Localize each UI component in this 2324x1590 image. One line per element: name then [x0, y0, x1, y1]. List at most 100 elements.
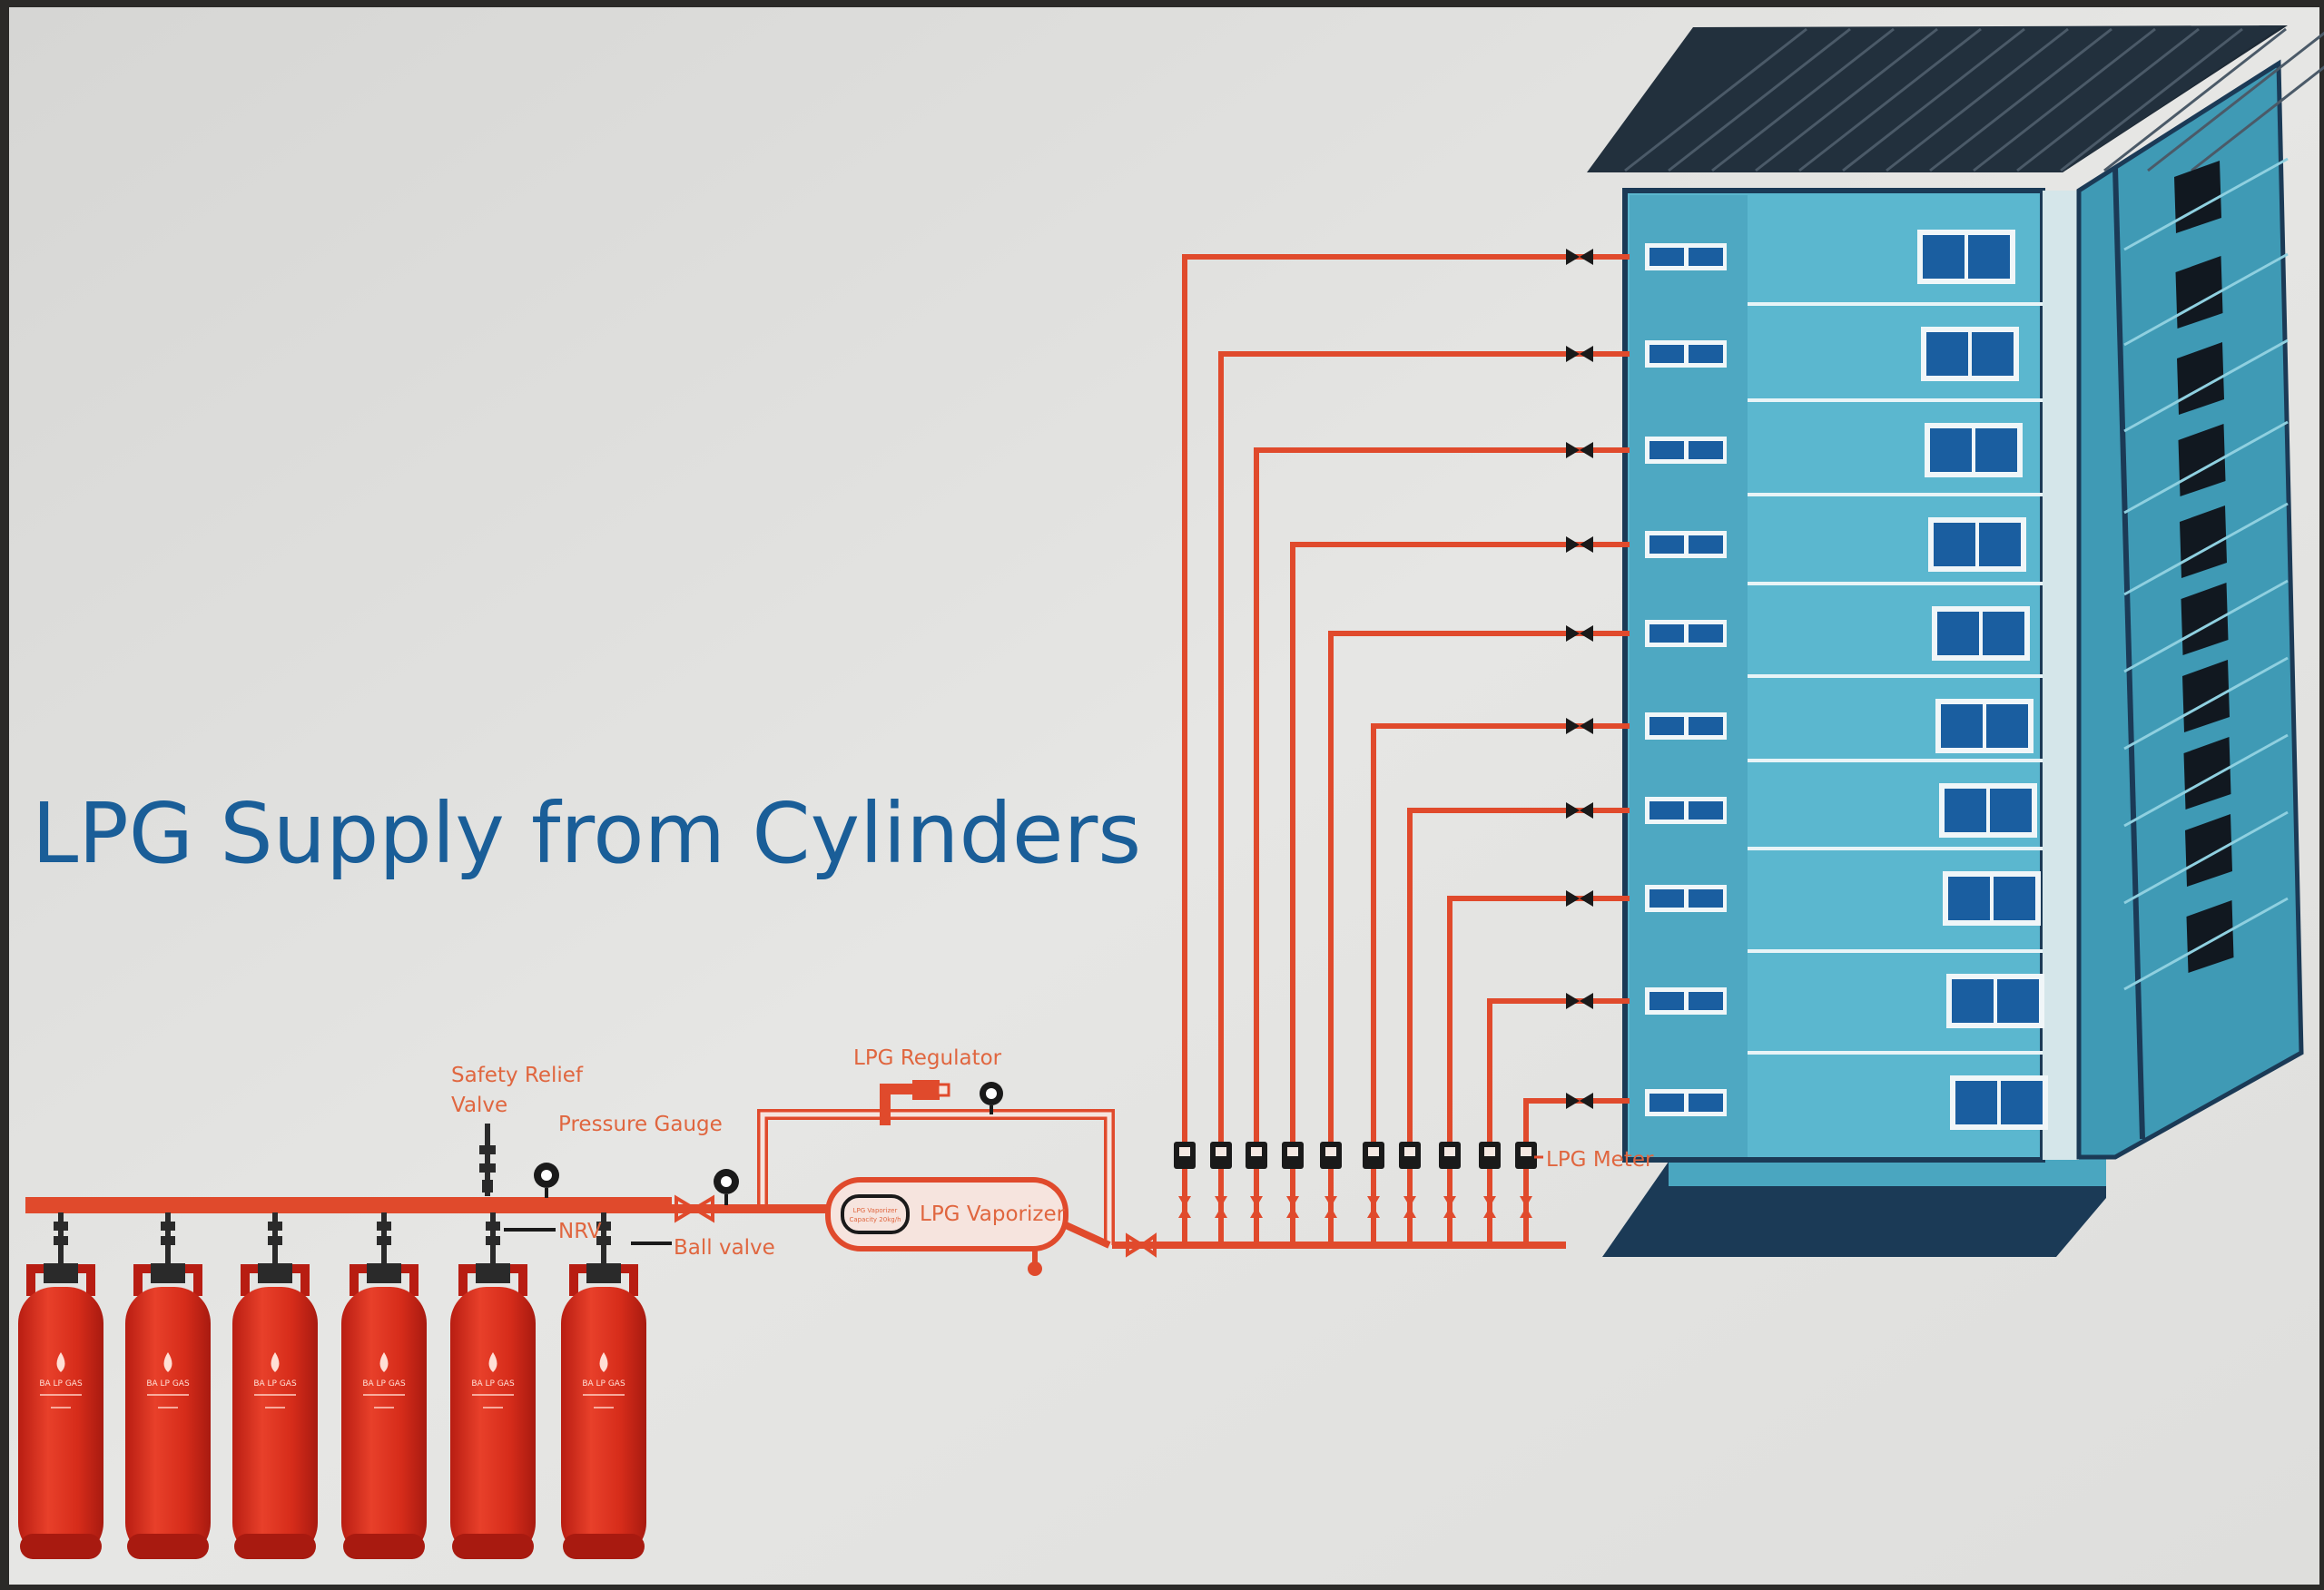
side-floor-line — [2123, 252, 2289, 347]
valve-half — [1566, 625, 1580, 642]
cylinder-connector — [596, 1222, 611, 1231]
riser-pipe — [1290, 542, 1584, 1245]
lpg-cylinder: BA LP GAS — [232, 1212, 318, 1559]
side-windows — [2123, 157, 2289, 991]
small-window — [1645, 620, 1727, 647]
small-window — [1645, 437, 1727, 464]
cylinder-connector — [377, 1236, 391, 1245]
valve-half — [1566, 993, 1580, 1009]
valve-half — [1566, 718, 1580, 734]
cylinder-connector — [486, 1222, 500, 1231]
pressure-gauge-icon — [534, 1163, 559, 1198]
meter-valve — [1286, 1207, 1299, 1218]
cylinder-connector — [486, 1236, 500, 1245]
side-window — [2183, 737, 2231, 810]
roof-panel-line — [1798, 27, 1982, 172]
ball-valve-icon — [675, 1194, 714, 1223]
cylinder-valve — [258, 1263, 292, 1283]
cylinder-connector — [161, 1236, 175, 1245]
lpg-cylinder: BA LP GAS — [125, 1212, 211, 1559]
roof-panel-lines — [1624, 27, 2324, 172]
lpg-meter-icon — [1399, 1142, 1421, 1218]
roof-panel-line — [1886, 27, 2069, 172]
large-window-pane — [1923, 235, 1965, 279]
small-window-pane — [1649, 624, 1684, 643]
small-window — [1645, 243, 1727, 270]
cylinder-label: BA LP GAS — [362, 1379, 406, 1389]
cylinder-label: BA LP GAS — [39, 1379, 83, 1389]
cylinder-foot — [563, 1534, 645, 1559]
roof-panel-line — [1668, 27, 1851, 172]
large-window — [1917, 230, 2015, 284]
lpg-meter-icon — [1439, 1142, 1461, 1218]
cylinder-label: BA LP GAS — [146, 1379, 190, 1389]
large-window — [1939, 783, 2037, 838]
lpg-vaporizer-label: LPG Vaporizer — [920, 1202, 1066, 1226]
cylinder-valve — [151, 1263, 185, 1283]
large-window-pane — [1968, 235, 2010, 279]
large-window — [1950, 1075, 2048, 1130]
small-window-pane — [1689, 801, 1723, 820]
meter-valve — [1250, 1196, 1263, 1207]
cylinder-connector — [268, 1222, 282, 1231]
roof-panel-line — [2147, 31, 2324, 172]
large-window-pane — [1948, 877, 1990, 920]
valve-half — [1580, 442, 1593, 458]
cylinder-valve — [44, 1263, 78, 1283]
flame-icon — [599, 1352, 608, 1372]
meter-valve — [1403, 1207, 1416, 1218]
small-window-pane — [1689, 624, 1723, 643]
small-window-pane — [1649, 248, 1684, 266]
small-window-pane — [1689, 889, 1723, 908]
small-window — [1645, 712, 1727, 740]
meter-valve — [1367, 1196, 1380, 1207]
meter-valve — [1215, 1207, 1227, 1218]
meter-valve — [1215, 1196, 1227, 1207]
lpg-meter-icon — [1479, 1142, 1501, 1218]
large-window-pane — [2001, 1081, 2043, 1124]
small-window — [1645, 340, 1727, 368]
riser-pipe — [1447, 896, 1584, 1245]
riser-pipes — [1182, 249, 1630, 1245]
large-window — [1946, 974, 2044, 1028]
valve-half — [1566, 249, 1580, 265]
valve-half — [1580, 536, 1593, 553]
cylinder-connector — [268, 1236, 282, 1245]
side-floor-line — [2123, 897, 2289, 991]
floor-valve-icon — [1566, 536, 1593, 553]
small-window — [1645, 1089, 1727, 1116]
valve-half — [1566, 442, 1580, 458]
svg-text:LPG Vaporizer: LPG Vaporizer — [853, 1207, 898, 1214]
cylinder-label: BA LP GAS — [253, 1379, 297, 1389]
valve-half — [1566, 346, 1580, 362]
cylinder-body — [341, 1287, 427, 1559]
meter-valve — [1483, 1196, 1496, 1207]
side-window — [2178, 424, 2226, 496]
cylinder-foot — [343, 1534, 425, 1559]
header-pressure-gauge-icon — [714, 1169, 739, 1205]
large-window — [1932, 606, 2030, 661]
lpg-meters — [1174, 1142, 1537, 1218]
large-window — [1928, 517, 2026, 572]
large-window-pane — [1986, 704, 2028, 748]
lpg-vaporizer: LPG Vaporizer Capacity 20kg/h — [825, 1177, 1157, 1276]
lpg-meter-icon — [1174, 1142, 1196, 1218]
side-floor-line — [2123, 502, 2289, 596]
nrv-label: NRV — [558, 1220, 602, 1243]
valve-half — [1566, 890, 1580, 907]
floor-valve-icon — [1566, 890, 1593, 907]
cylinder-body — [232, 1287, 318, 1559]
meter-valve — [1178, 1207, 1191, 1218]
flame-icon — [56, 1352, 65, 1372]
lpg-cylinder: BA LP GAS — [18, 1212, 103, 1559]
large-window-pane — [1941, 704, 1983, 748]
cylinder-valve — [586, 1263, 621, 1283]
large-window — [1935, 699, 2034, 753]
lpg-meter-icon — [1363, 1142, 1384, 1218]
ball-valve-label: Ball valve — [674, 1236, 775, 1260]
meter-dial — [1444, 1147, 1455, 1156]
valve-half — [1566, 536, 1580, 553]
large-window-pane — [1975, 428, 2017, 472]
small-window — [1645, 797, 1727, 824]
lpg-cylinder: BA LP GAS — [561, 1212, 646, 1559]
